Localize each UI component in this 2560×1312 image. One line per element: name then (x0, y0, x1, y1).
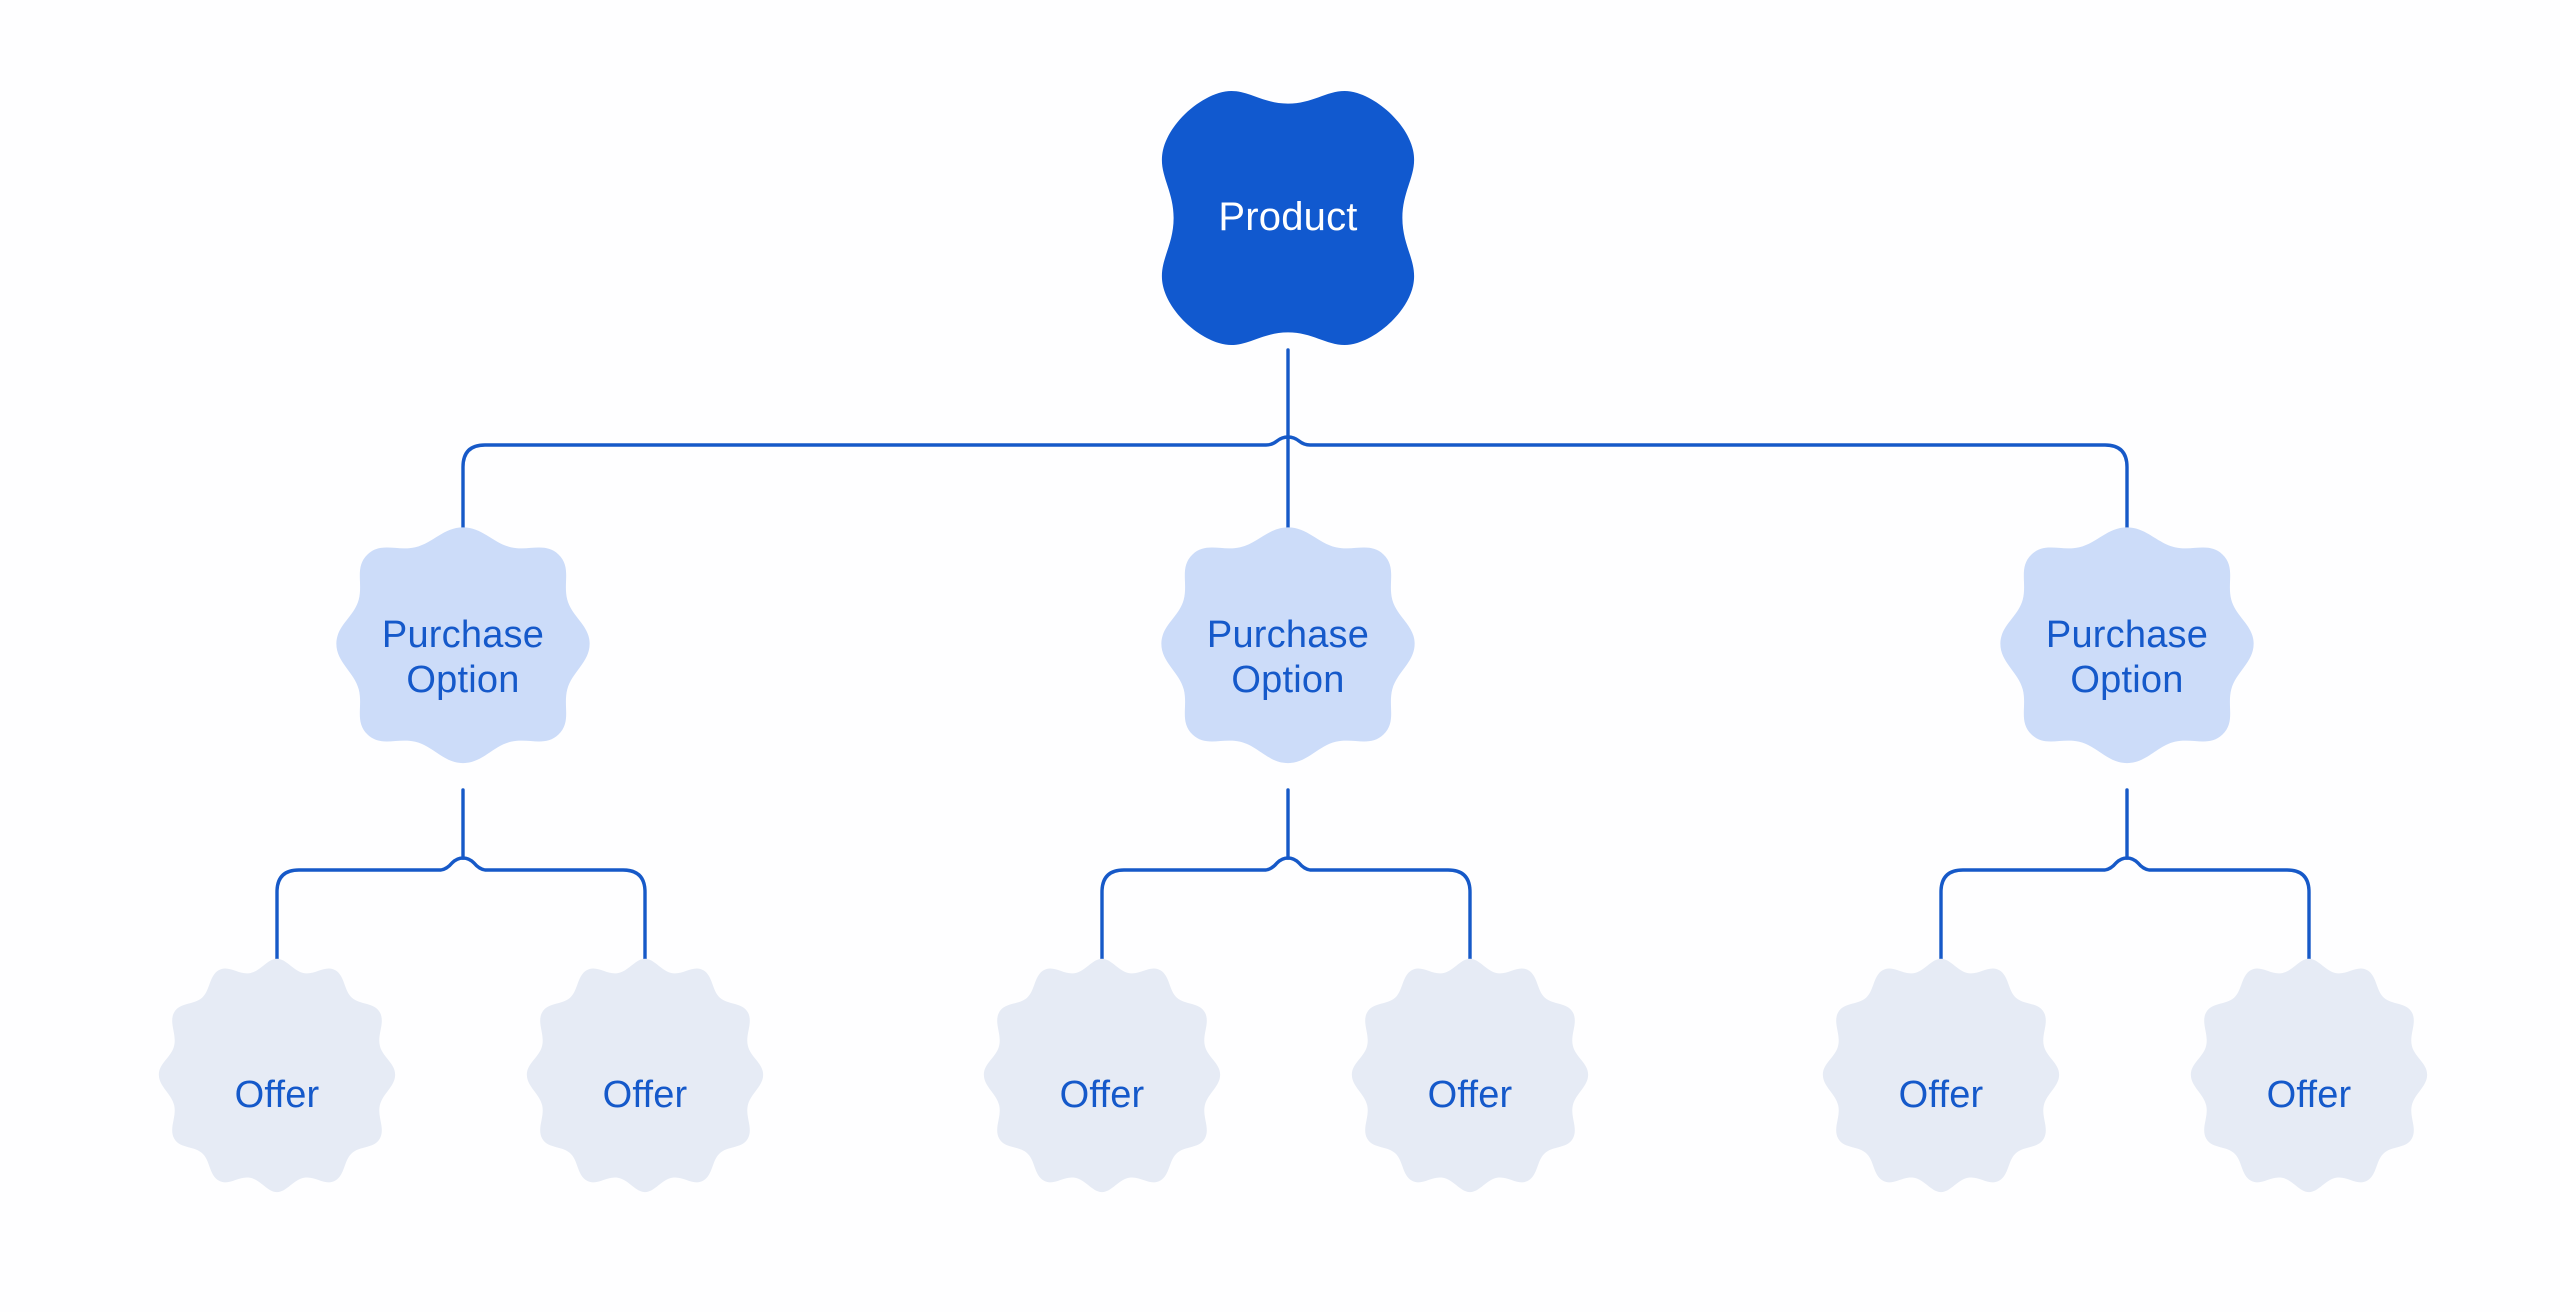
node-product[interactable]: Product (1155, 85, 1421, 351)
offer-scallop-shape (1822, 958, 2060, 1193)
purchase-option-label: Purchase Option (381, 614, 545, 701)
offer-scallop-shape (158, 958, 396, 1193)
edge-option2-right (1286, 856, 1472, 967)
purchase-option-blob-shape (336, 527, 590, 764)
node-purchase-option-3[interactable]: Purchase Option (1978, 516, 2276, 800)
purchase-option-blob-shape (1161, 527, 1415, 764)
edge-option3-right (2125, 856, 2311, 967)
edge-option1-left (275, 856, 465, 967)
edge-option3-left (1939, 856, 2129, 967)
node-offer-2-1[interactable]: Offer (963, 950, 1241, 1240)
offer-scallop-shape (983, 958, 1221, 1193)
offer-scallop-shape (1351, 958, 1589, 1193)
purchase-option-label: Purchase Option (2045, 614, 2209, 701)
node-offer-1-1[interactable]: Offer (138, 950, 416, 1240)
product-blob-shape (1161, 90, 1415, 346)
offer-label: Offer (1898, 1073, 1984, 1116)
edge-option2-left (1100, 856, 1290, 967)
product-label: Product (1218, 195, 1358, 240)
offer-scallop-shape (2190, 958, 2428, 1193)
offer-label: Offer (1059, 1073, 1145, 1116)
purchase-option-blob-shape (2000, 527, 2254, 764)
edge-trunk-right (1286, 435, 2129, 557)
node-offer-3-2[interactable]: Offer (2170, 950, 2448, 1240)
edge-trunk-left (461, 435, 1290, 557)
offer-scallop-shape (526, 958, 764, 1193)
node-offer-2-2[interactable]: Offer (1331, 950, 1609, 1240)
edge-option1-right (461, 856, 647, 967)
node-purchase-option-2[interactable]: Purchase Option (1139, 516, 1437, 800)
node-offer-3-1[interactable]: Offer (1802, 950, 2080, 1240)
purchase-option-label: Purchase Option (1206, 614, 1370, 701)
offer-label: Offer (234, 1073, 320, 1116)
node-offer-1-2[interactable]: Offer (506, 950, 784, 1240)
node-purchase-option-1[interactable]: Purchase Option (314, 516, 612, 800)
offer-label: Offer (602, 1073, 688, 1116)
offer-label: Offer (2266, 1073, 2352, 1116)
offer-label: Offer (1427, 1073, 1513, 1116)
